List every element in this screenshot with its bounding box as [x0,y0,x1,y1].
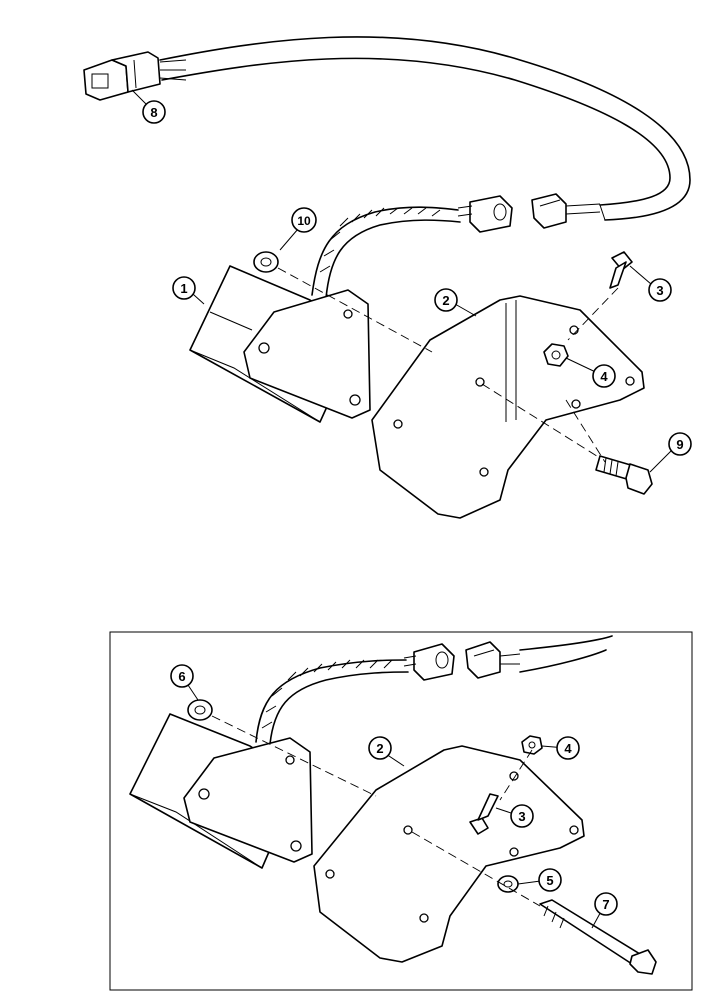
callout-label: 4 [564,741,572,756]
harness-plug-connector [83,51,187,101]
callout-2: 2 [434,288,458,312]
callout-7: 7 [594,892,618,916]
callout-4: 4 [556,736,580,760]
inset-frame [109,631,693,991]
callout-label: 3 [656,283,663,298]
callout-9: 9 [668,432,692,456]
callout-label: 6 [178,669,185,684]
pigtail-connector [457,195,513,233]
mounting-bracket [371,295,645,519]
flat-washer [497,875,519,893]
callout-label: 5 [546,873,553,888]
callout-label: 10 [297,214,311,228]
alignment-line [481,383,601,459]
callout-3: 3 [648,278,672,302]
spacer-washer [253,251,279,273]
pigtail-connector [403,643,455,681]
harness-socket-connector [531,193,601,229]
cable-harness [83,36,691,229]
alignment-line [499,749,533,801]
long-bolt [539,899,657,975]
callout-6: 6 [170,664,194,688]
callout-label: 8 [150,105,157,120]
sensor-pigtail-cable [311,195,513,299]
spacer-washer [187,699,213,721]
callout-2: 2 [368,736,392,760]
sensor-pigtail-cable [255,643,455,745]
callout-1: 1 [172,276,196,300]
callout-label: 3 [518,809,525,824]
callout-3: 3 [510,804,534,828]
callout-5: 5 [538,868,562,892]
sensor-mounting-plate [243,289,371,419]
callout-10: 10 [291,207,317,233]
alignment-line [211,715,377,797]
harness-socket-connector [465,641,521,679]
callout-label: 9 [676,437,683,452]
top-assembly-view: 8 10 1 2 3 4 9 [83,36,692,519]
alignment-line [565,399,606,463]
callout-label: 2 [376,741,383,756]
hex-nut [521,735,543,755]
screw [469,793,499,835]
hex-nut [543,343,569,367]
callout-label: 4 [600,369,608,384]
inset-assembly-view: 6 2 4 3 5 7 [109,631,693,991]
inset-harness-cable [465,635,613,679]
callout-label: 2 [442,293,449,308]
sensor-mounting-plate [183,737,313,863]
callout-label: 7 [602,897,609,912]
callout-label: 1 [180,281,187,296]
screw [609,251,633,289]
alignment-line [411,831,541,907]
mounting-bracket [313,745,585,963]
callout-4: 4 [592,364,616,388]
alignment-line [277,267,433,353]
callout-8: 8 [142,100,166,124]
flange-bolt [595,455,653,495]
alignment-line [567,287,619,341]
